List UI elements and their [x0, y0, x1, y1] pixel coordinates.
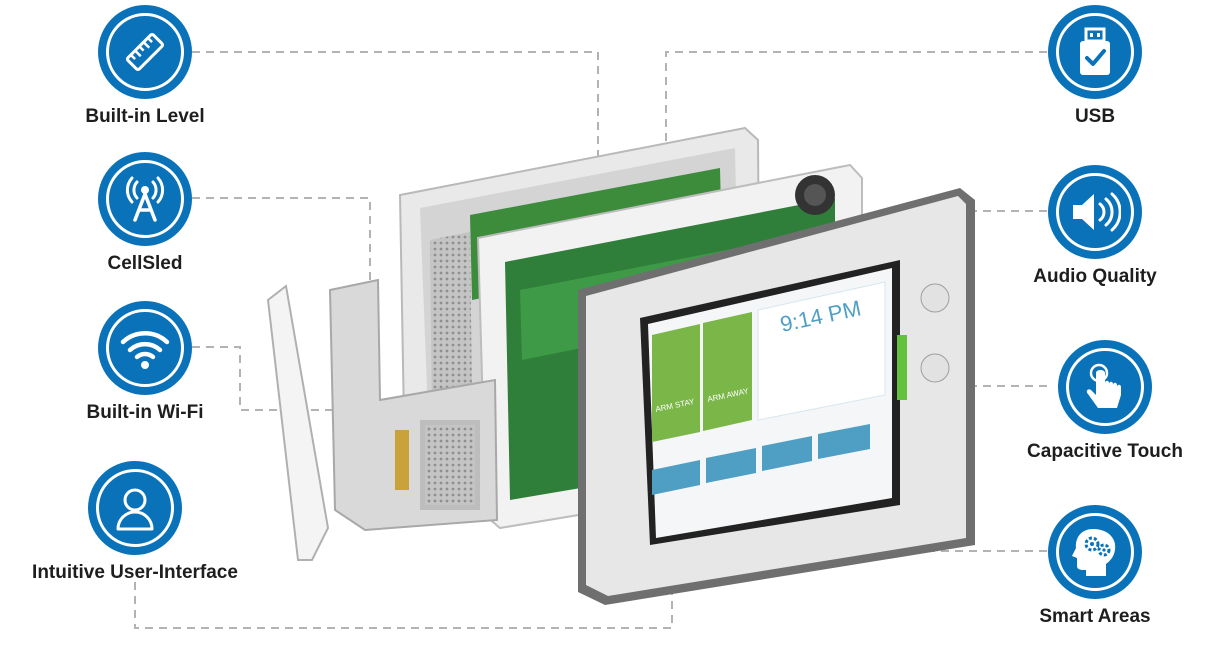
feature-audio-quality: Audio Quality — [1005, 165, 1185, 288]
feature-built-in-level: Built-in Level — [55, 5, 235, 128]
feature-intuitive-user-interface: Intuitive User-Interface — [0, 461, 270, 584]
feature-label: CellSled — [107, 253, 183, 274]
speaker-icon — [1073, 192, 1121, 232]
badge — [98, 301, 192, 395]
badge — [98, 152, 192, 246]
badge — [1048, 165, 1142, 259]
badge — [1048, 5, 1142, 99]
ruler-icon — [125, 32, 165, 72]
cell-tower-icon — [125, 176, 165, 222]
badge — [1058, 340, 1152, 434]
feature-built-in-wifi: Built-in Wi-Fi — [55, 301, 235, 424]
feature-label: Built-in Wi-Fi — [86, 402, 204, 423]
badge — [88, 461, 182, 555]
panel-screen: 9:14 PM ARM STAY ARM AWAY — [652, 281, 886, 495]
feature-smart-areas: Smart Areas — [1005, 505, 1185, 628]
badge — [1048, 505, 1142, 599]
feature-label: Smart Areas — [1039, 606, 1151, 627]
feature-label: USB — [1074, 106, 1116, 127]
connector-cellsled — [192, 197, 371, 298]
feature-label: Intuitive User-Interface — [32, 562, 238, 583]
usb-drive-icon — [1080, 27, 1110, 75]
user-icon — [116, 488, 154, 531]
feature-label: Built-in Level — [85, 106, 205, 127]
touch-hand-icon — [1086, 363, 1121, 408]
feature-cellsled: CellSled — [55, 152, 235, 275]
wifi-icon — [120, 331, 170, 369]
feature-label: Capacitive Touch — [1027, 441, 1183, 462]
side-cover — [266, 284, 330, 561]
feature-capacitive-touch: Capacitive Touch — [1005, 340, 1205, 463]
feature-label: Audio Quality — [1033, 266, 1157, 287]
feature-usb: USB — [1005, 5, 1185, 128]
connector-usb — [665, 51, 1047, 150]
brain-gears-icon — [1072, 529, 1116, 576]
connector-level — [192, 51, 599, 180]
cellsled-card — [328, 278, 499, 532]
badge — [98, 5, 192, 99]
